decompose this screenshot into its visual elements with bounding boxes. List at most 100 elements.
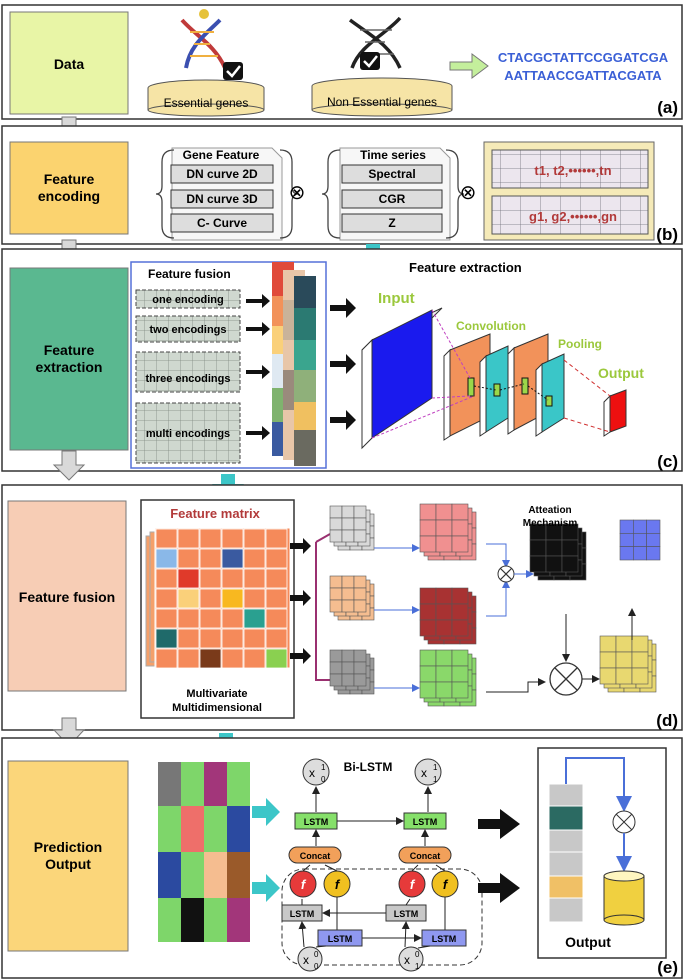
time-series-item-3: Z — [388, 216, 395, 230]
data-box — [9, 11, 129, 115]
lstm-bottom-2: LSTM — [432, 934, 457, 944]
essential-genes-tray: Essential genes — [147, 79, 265, 117]
cube-black — [529, 523, 587, 581]
matrix-cell — [265, 548, 288, 569]
matrix-cell — [155, 588, 178, 609]
panel-e-tag: (e) — [657, 958, 678, 977]
lstm-mid-1: LSTM — [290, 909, 315, 919]
output-column — [548, 783, 584, 923]
matrix-cell — [243, 608, 266, 629]
extraction-box — [9, 267, 129, 451]
x0-0-sub: 0 — [314, 962, 319, 971]
encoding-2: two encodings — [150, 324, 227, 336]
extraction-box-line-2: extraction — [36, 359, 103, 375]
output-label-e: Output — [565, 934, 611, 950]
x0-0-node: x — [303, 953, 309, 967]
matrix-cell — [177, 548, 200, 569]
matrix-cell — [199, 648, 222, 669]
gray-down-arrow-icon-3 — [52, 450, 86, 481]
sequence-line-1: CTACGCTATTCCGGATCGA — [498, 50, 669, 65]
cube-darkred — [419, 587, 477, 645]
x1-0-sub: 1 — [415, 962, 420, 971]
f-node-2: f — [335, 877, 341, 892]
otimes-icon-1: ⊗ — [289, 182, 306, 204]
encoding-box-line-1: Feature — [44, 171, 95, 187]
matrix-cell — [199, 568, 222, 589]
matrix-cell — [265, 628, 288, 649]
matrix-cell — [199, 528, 222, 549]
time-series-title: Time series — [360, 148, 426, 162]
panel-d-tag: (d) — [656, 711, 678, 730]
matrix-cell — [221, 628, 244, 649]
non-essential-genes-label: Non Essential genes — [327, 95, 437, 109]
matrix-cell — [177, 588, 200, 609]
black-right-arrow-icon — [478, 809, 520, 839]
x1-0-sup: 0 — [415, 950, 420, 959]
prediction-box-line-2: Output — [45, 856, 91, 872]
panel-d: Feature fusion Feature matrix Multivaria… — [1, 484, 683, 731]
fusion-columns — [272, 262, 316, 466]
panel-a-tag: (a) — [657, 98, 678, 117]
panel-c-tag: (c) — [657, 452, 678, 471]
time-series-item-1: Spectral — [368, 167, 415, 181]
lstm-top-2: LSTM — [413, 817, 438, 827]
extraction-title: Feature extraction — [409, 260, 522, 275]
gene-feature-title: Gene Feature — [183, 148, 260, 162]
green-arrow-icon — [449, 53, 489, 79]
feature-matrix — [145, 527, 291, 669]
x1-1-sup: 1 — [433, 763, 438, 772]
matrix-cell — [265, 568, 288, 589]
matrix-cell — [265, 648, 288, 669]
encoding-3: three encodings — [146, 373, 231, 385]
input-label: Input — [378, 290, 415, 307]
matrix-caption-line-2: Multidimensional — [172, 702, 262, 714]
attention-line-1: Atteation — [528, 505, 571, 516]
cube-yellow — [599, 635, 657, 693]
matrix-cell — [221, 548, 244, 569]
encoding-1: one encoding — [152, 294, 224, 306]
matrix-cell — [221, 588, 244, 609]
matrix-cell — [155, 528, 178, 549]
bilstm-label: Bi-LSTM — [344, 760, 393, 774]
cyan-right-arrow-icon — [252, 798, 280, 826]
matrix-cell — [155, 608, 178, 629]
matrix-cell — [177, 568, 200, 589]
matrix-cell — [155, 568, 178, 589]
matrix-cell — [243, 588, 266, 609]
cyan-right-arrow-icon-2 — [252, 874, 280, 902]
prediction-box — [7, 760, 129, 952]
black-right-arrow-icon-2 — [478, 873, 520, 903]
panel-b: Feature encoding Gene Feature DN curve 2… — [1, 125, 683, 245]
matrix-cell — [155, 548, 178, 569]
non-essential-genes-tray: Non Essential genes — [311, 77, 453, 117]
matrix-cell — [177, 608, 200, 629]
matrix-cell — [265, 528, 288, 549]
cnn-layers — [371, 309, 627, 441]
panel-a: Data Essential genes — [1, 4, 683, 120]
x1-0-node: x — [404, 953, 410, 967]
matrix-cell — [243, 648, 266, 669]
matrix-cell — [221, 608, 244, 629]
check-icon — [223, 62, 243, 80]
attention-line-2: Mechanism — [523, 518, 578, 529]
matrix-cell — [265, 608, 288, 629]
matrix-cell — [199, 608, 222, 629]
matrix-cell — [155, 648, 178, 669]
f-node-3: f — [410, 877, 416, 892]
cube-blue — [619, 519, 661, 561]
x1-1-node: x — [421, 766, 427, 780]
pooling-label: Pooling — [558, 337, 602, 351]
f-node-1: f — [301, 877, 307, 892]
matrix-cell — [221, 568, 244, 589]
gene-feature-item-3: C- Curve — [197, 216, 247, 230]
matrix-cell — [199, 548, 222, 569]
g-sequence: g1, g2,••••••,gn — [529, 209, 617, 224]
lstm-mid-2: LSTM — [394, 909, 419, 919]
database-icon — [603, 870, 645, 926]
cube-gray-2 — [329, 649, 375, 695]
convolution-label: Convolution — [456, 319, 526, 333]
matrix-cell — [265, 588, 288, 609]
prediction-matrix — [158, 762, 250, 942]
encoding-box-line-2: encoding — [38, 188, 100, 204]
